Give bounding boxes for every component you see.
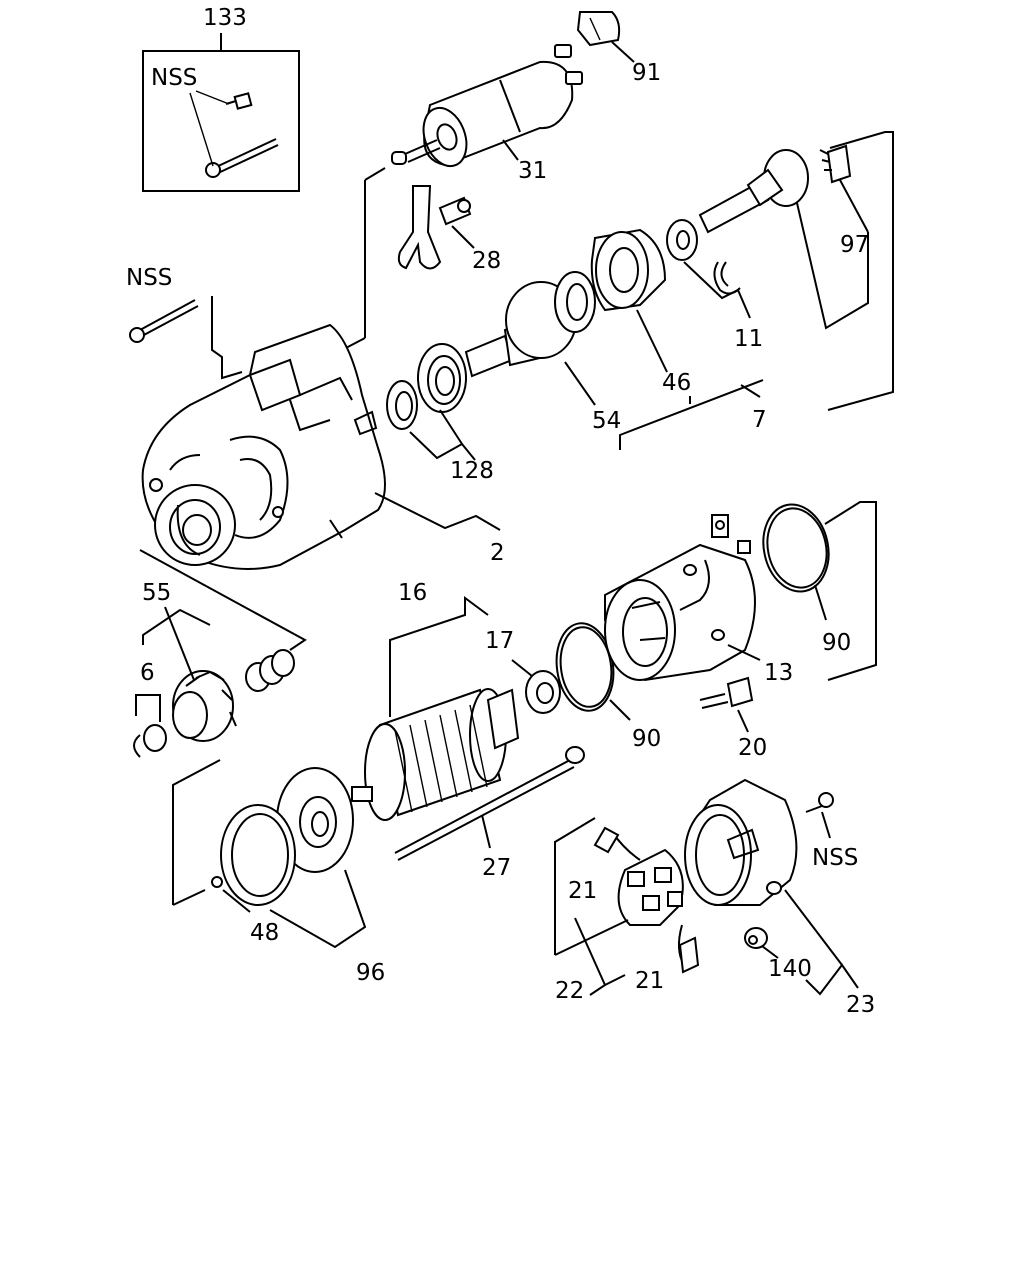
screw-icon	[805, 792, 834, 813]
label-21-upper: 21	[568, 878, 597, 904]
gear-icon	[172, 670, 237, 742]
solenoid-icon	[391, 44, 583, 168]
through-bolt-icon	[394, 746, 585, 861]
label-nss-screw: NSS	[812, 845, 858, 871]
label-nss-bolt: NSS	[126, 265, 172, 291]
boot-icon	[576, 11, 621, 47]
label-22: 22	[555, 978, 584, 1004]
snap-ring-icon	[713, 261, 741, 295]
label-16: 16	[398, 580, 427, 606]
washer-icon	[276, 767, 354, 873]
label-46: 46	[662, 370, 691, 396]
label-28: 28	[472, 248, 501, 274]
bearing-icon	[525, 670, 561, 714]
label-27: 27	[482, 855, 511, 881]
label-7: 7	[752, 407, 767, 433]
label-128: 128	[450, 458, 494, 484]
label-97: 97	[840, 232, 869, 258]
label-133: 133	[203, 5, 247, 31]
callout-labels: 133 NSS 91 31 28 NSS 97 11 46 7 54 128 2…	[126, 5, 875, 1018]
starter-housing-icon	[141, 323, 386, 570]
label-13: 13	[764, 660, 793, 686]
gear-icon	[590, 228, 667, 312]
bolt-icon	[129, 299, 199, 343]
pinion-gear-icon	[698, 144, 852, 234]
spring-icon	[245, 649, 295, 692]
armature-icon	[351, 688, 520, 821]
brush-holder-icon	[611, 831, 685, 966]
label-54: 54	[592, 408, 621, 434]
label-20: 20	[738, 735, 767, 761]
bearing-icon	[386, 343, 467, 430]
label-6: 6	[140, 660, 155, 686]
o-ring-icon	[762, 503, 830, 593]
label-23: 23	[846, 992, 875, 1018]
ball-icon	[211, 876, 223, 888]
snap-ring-icon	[133, 724, 167, 758]
label-55: 55	[142, 580, 171, 606]
yoke-icon	[604, 514, 756, 682]
shift-lever-icon	[397, 185, 472, 270]
label-140: 140	[768, 956, 812, 982]
label-2: 2	[490, 540, 505, 566]
bolt-icon	[699, 676, 754, 709]
end-cover-icon	[684, 778, 798, 906]
label-17: 17	[485, 628, 514, 654]
label-90-middle: 90	[632, 726, 661, 752]
label-31: 31	[518, 158, 547, 184]
washer-icon	[666, 219, 698, 261]
label-nss-inset: NSS	[151, 65, 197, 91]
brush-icon	[593, 826, 700, 974]
clutch-icon	[464, 271, 596, 378]
grommet-icon	[744, 927, 768, 949]
label-11: 11	[734, 326, 763, 352]
o-ring-icon	[220, 804, 296, 906]
label-48: 48	[250, 920, 279, 946]
label-96: 96	[356, 960, 385, 986]
label-90-right: 90	[822, 630, 851, 656]
inset-box-133	[142, 33, 300, 192]
label-21-lower: 21	[635, 968, 664, 994]
label-91: 91	[632, 60, 661, 86]
bolt-icon	[205, 92, 279, 178]
